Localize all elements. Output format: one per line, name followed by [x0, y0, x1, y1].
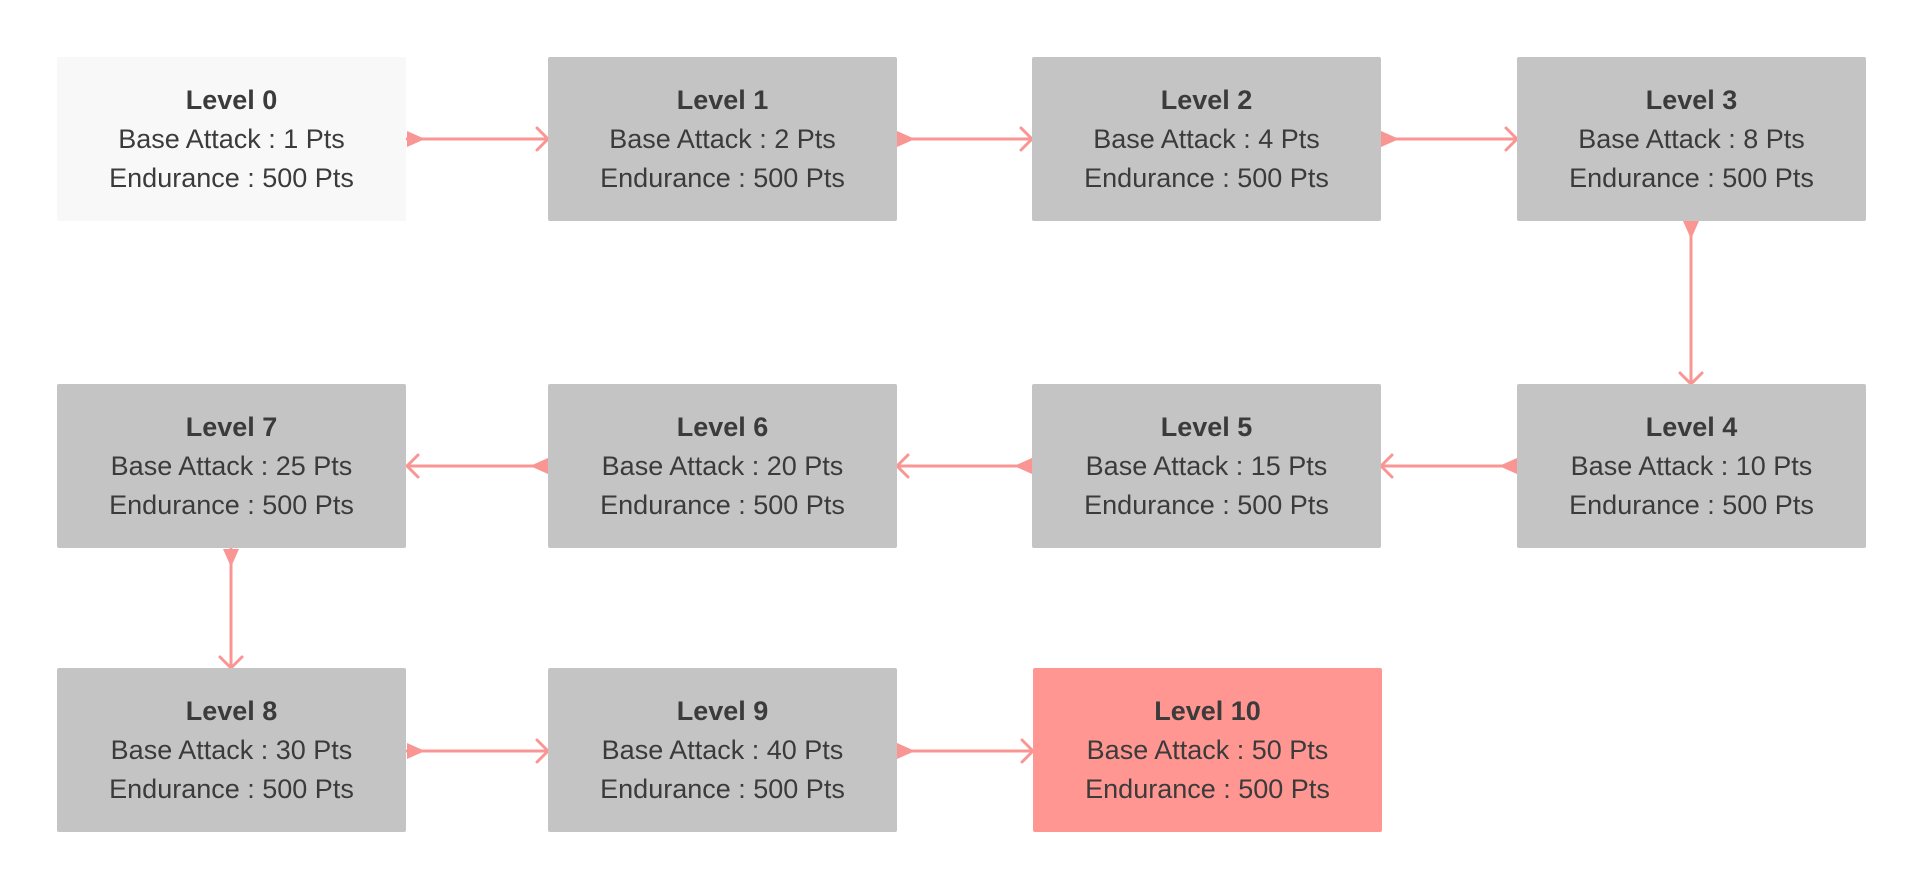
level-node: Level 3 Base Attack : 8 Pts Endurance : … [1517, 57, 1866, 221]
connector-level-6-to-level-7 [405, 453, 550, 479]
base-attack-text: Base Attack : 15 Pts [1085, 450, 1328, 481]
level-title: Level 4 [1645, 411, 1738, 442]
endurance-text: Endurance : 500 Pts [600, 489, 845, 520]
connector-level-4-to-level-5 [1379, 453, 1519, 479]
base-attack-text: Base Attack : 40 Pts [601, 734, 844, 765]
level-title: Level 10 [1154, 695, 1261, 726]
base-attack-text: Base Attack : 4 Pts [1093, 123, 1320, 154]
level-node: Level 4 Base Attack : 10 Pts Endurance :… [1517, 384, 1866, 548]
connector-level-5-to-level-6 [895, 453, 1034, 479]
base-attack-text: Base Attack : 1 Pts [118, 123, 345, 154]
level-node: Level 6 Base Attack : 20 Pts Endurance :… [548, 384, 897, 548]
base-attack-text: Base Attack : 10 Pts [1570, 450, 1813, 481]
endurance-text: Endurance : 500 Pts [109, 773, 354, 804]
level-node: Level 8 Base Attack : 30 Pts Endurance :… [57, 668, 406, 832]
base-attack-text: Base Attack : 2 Pts [609, 123, 836, 154]
endurance-text: Endurance : 500 Pts [109, 162, 354, 193]
endurance-text: Endurance : 500 Pts [1084, 162, 1329, 193]
base-attack-text: Base Attack : 8 Pts [1578, 123, 1805, 154]
level-title: Level 5 [1160, 411, 1253, 442]
base-attack-text: Base Attack : 20 Pts [601, 450, 844, 481]
endurance-text: Endurance : 500 Pts [109, 489, 354, 520]
connector-level-8-to-level-9 [405, 738, 550, 764]
level-title: Level 0 [185, 84, 278, 115]
level-title: Level 7 [185, 411, 278, 442]
level-title: Level 2 [1160, 84, 1253, 115]
connector-level-3-to-level-4 [1678, 219, 1704, 386]
connector-level-1-to-level-2 [895, 126, 1034, 152]
base-attack-text: Base Attack : 50 Pts [1086, 734, 1329, 765]
endurance-text: Endurance : 500 Pts [600, 162, 845, 193]
base-attack-text: Base Attack : 25 Pts [110, 450, 353, 481]
endurance-text: Endurance : 500 Pts [600, 773, 845, 804]
level-node-final: Level 10 Base Attack : 50 Pts Endurance … [1033, 668, 1382, 832]
level-title: Level 6 [676, 411, 769, 442]
connector-level-0-to-level-1 [405, 126, 550, 152]
level-title: Level 8 [185, 695, 278, 726]
level-title: Level 1 [676, 84, 769, 115]
level-node: Level 1 Base Attack : 2 Pts Endurance : … [548, 57, 897, 221]
endurance-text: Endurance : 500 Pts [1085, 773, 1330, 804]
connector-level-9-to-level-10 [895, 738, 1035, 764]
base-attack-text: Base Attack : 30 Pts [110, 734, 353, 765]
level-node: Level 2 Base Attack : 4 Pts Endurance : … [1032, 57, 1381, 221]
level-title: Level 3 [1645, 84, 1738, 115]
level-node: Level 9 Base Attack : 40 Pts Endurance :… [548, 668, 897, 832]
endurance-text: Endurance : 500 Pts [1084, 489, 1329, 520]
level-title: Level 9 [676, 695, 769, 726]
endurance-text: Endurance : 500 Pts [1569, 162, 1814, 193]
level-node: Level 7 Base Attack : 25 Pts Endurance :… [57, 384, 406, 548]
endurance-text: Endurance : 500 Pts [1569, 489, 1814, 520]
level-node: Level 5 Base Attack : 15 Pts Endurance :… [1032, 384, 1381, 548]
connector-level-7-to-level-8 [218, 547, 244, 670]
level-node: Level 0 Base Attack : 1 Pts Endurance : … [57, 57, 406, 221]
connector-level-2-to-level-3 [1379, 126, 1519, 152]
